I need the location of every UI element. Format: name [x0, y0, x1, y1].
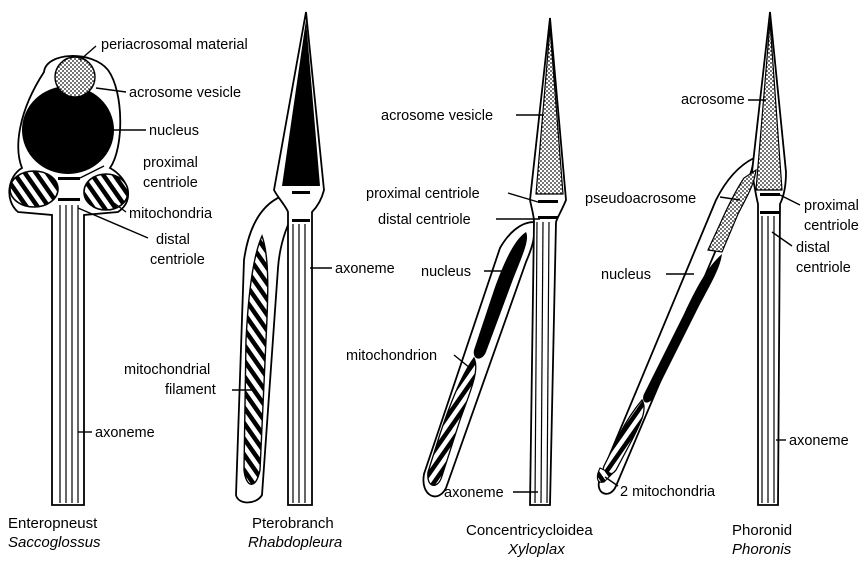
enteropneust-proximal-centriole — [58, 177, 80, 180]
pterobranch-distal-centriole — [292, 219, 310, 222]
label-pseudoacrosome: pseudoacrosome — [585, 191, 696, 207]
caption-saccoglossus: Saccoglossus — [8, 534, 101, 551]
label-nucleus: nucleus — [149, 123, 199, 139]
caption-phoronis: Phoronis — [732, 541, 792, 558]
label-proximal: proximal — [143, 155, 198, 171]
label-centriole: centriole — [143, 175, 198, 191]
label-proximal: proximal — [804, 198, 859, 214]
label-acrosome-vesicle: acrosome vesicle — [129, 85, 241, 101]
label-mitochondria: mitochondria — [129, 206, 213, 222]
label-acrosome-vesicle: acrosome vesicle — [381, 108, 493, 124]
caption-rhabdopleura: Rhabdopleura — [248, 534, 342, 551]
enteropneust-mitochondrion-left — [10, 171, 58, 207]
phoronid-distal-centriole — [760, 211, 780, 214]
label-axoneme: axoneme — [444, 485, 504, 501]
label-proximal-centriole: proximal centriole — [366, 186, 480, 202]
label-distal-centriole: distal centriole — [378, 212, 471, 228]
enteropneust-mitochondrion-right — [84, 174, 128, 210]
caption-pterobranch: Pterobranch — [252, 515, 334, 532]
enteropneust-distal-centriole — [58, 198, 80, 201]
caption-phoronid: Phoronid — [732, 522, 792, 539]
label-mitochondrion: mitochondrion — [346, 348, 437, 364]
phoronid-panel: acrosome pseudoacrosome proximal centrio… — [585, 12, 859, 558]
label-acrosome: acrosome — [681, 92, 745, 108]
pterobranch-proximal-centriole — [292, 191, 310, 194]
leader-phoronid-proximal — [780, 195, 800, 205]
xyloplax-proximal-centriole — [538, 200, 558, 203]
label-nucleus: nucleus — [421, 264, 471, 280]
label-centriole: centriole — [150, 252, 205, 268]
label-periacrosomal-material: periacrosomal material — [101, 37, 248, 53]
caption-xyloplax: Xyloplax — [507, 541, 565, 558]
enteropneust-nucleus — [22, 86, 114, 174]
label-mitochondrial: mitochondrial — [124, 362, 210, 378]
label-distal: distal — [156, 232, 190, 248]
caption-concentricycloidea: Concentricycloidea — [466, 522, 593, 539]
xyloplax-distal-centriole — [538, 216, 558, 219]
label-centriole: centriole — [796, 260, 851, 276]
label-filament: filament — [165, 382, 216, 398]
label-2-mitochondria: 2 mitochondria — [620, 484, 716, 500]
phoronid-nucleus — [643, 254, 722, 403]
label-nucleus: nucleus — [601, 267, 651, 283]
caption-enteropneust: Enteropneust — [8, 515, 98, 532]
label-axoneme: axoneme — [789, 433, 849, 449]
enteropneust-acrosome-vesicle — [55, 57, 95, 97]
concentricycloidea-panel: acrosome vesicle proximal centriole dist… — [346, 18, 593, 558]
label-distal: distal — [796, 240, 830, 256]
enteropneust-panel: periacrosomal material acrosome vesicle … — [8, 37, 248, 551]
phoronid-proximal-centriole — [760, 193, 780, 196]
label-axoneme: axoneme — [335, 261, 395, 277]
label-centriole: centriole — [804, 218, 859, 234]
label-axoneme: axoneme — [95, 425, 155, 441]
